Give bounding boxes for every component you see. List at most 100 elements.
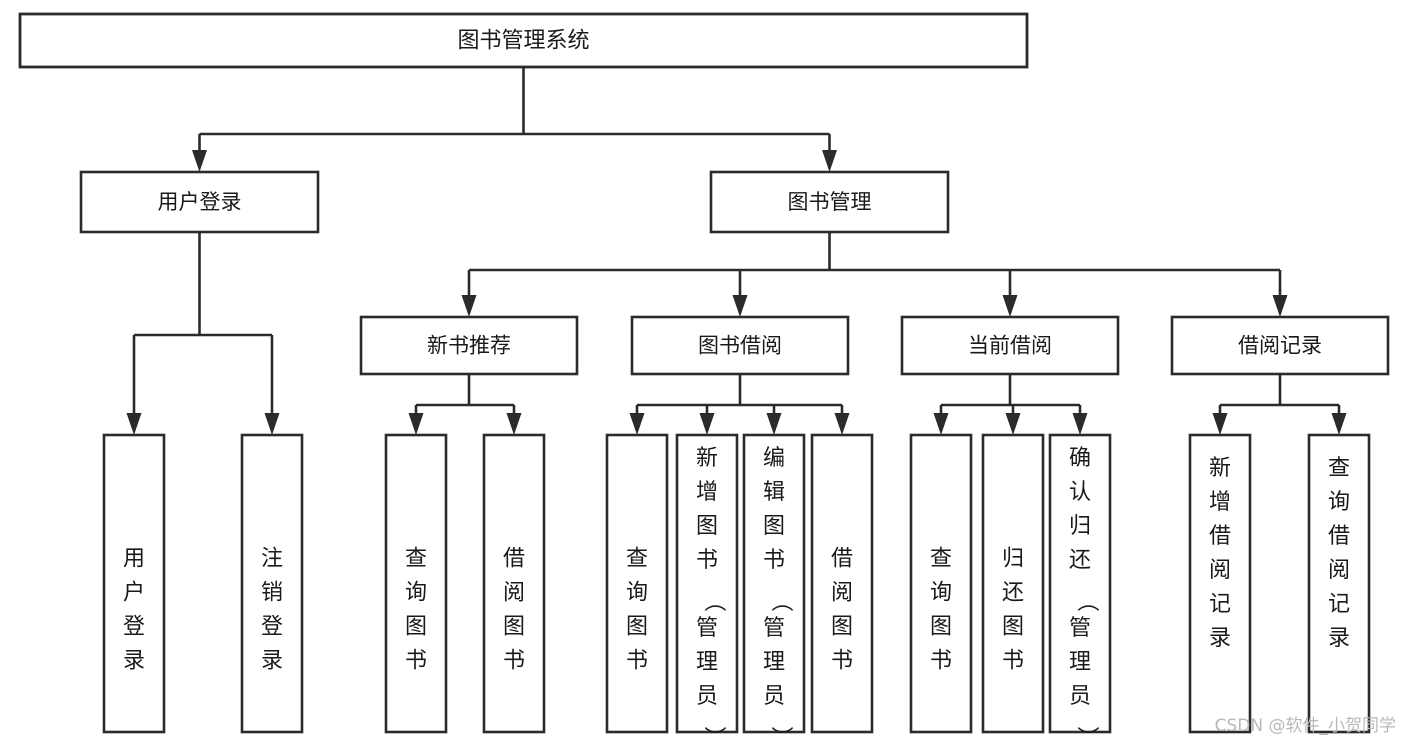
- leaf-6-char-3: 书: [763, 548, 785, 573]
- arrow-to-level2-1: [822, 150, 837, 172]
- leaf-12-char-3: 阅: [1328, 558, 1350, 583]
- leaf-11-char-1: 增: [1209, 490, 1231, 515]
- leaf-6-box[interactable]: [742, 433, 806, 734]
- leaf-5-char-6: 理: [696, 650, 718, 675]
- leaf-2-box[interactable]: [384, 433, 448, 734]
- leaf-11-char-0: 新: [1209, 456, 1231, 481]
- root-图书管理系统-label: 图书管理系统: [457, 29, 589, 54]
- leaf-6-char-8: ）: [768, 726, 793, 747]
- arrow-to-leaf-0-0: [408, 413, 424, 435]
- arrow-to-leaf-1-0: [629, 413, 645, 435]
- leaf-3-char-1: 阅: [503, 581, 525, 606]
- csdn-watermark: CSDN @软件_小贺同学: [1215, 716, 1396, 736]
- leaf-10-box[interactable]: [1048, 433, 1112, 734]
- arrow-to-leaf-2-0: [933, 413, 949, 435]
- arrow-to-leaf-3-0: [1212, 413, 1228, 435]
- level3-3-label: 借阅记录: [1238, 334, 1322, 358]
- level3-1-label: 图书借阅: [698, 334, 782, 358]
- level2-0-box[interactable]: [79, 170, 320, 234]
- boxes-layer: 图书管理系统用户登录图书管理新书推荐图书借阅当前借阅借阅记录用户登录注销登录查询…: [18, 12, 1390, 747]
- leaf-10-char-1: 认: [1069, 480, 1091, 505]
- leaf-6-char-6: 理: [763, 650, 785, 675]
- leaf-11-char-4: 记: [1209, 592, 1231, 617]
- connectors-layer: [126, 67, 1347, 435]
- arrow-to-leaf-1-2: [766, 413, 782, 435]
- leaf-3-char-2: 图: [503, 615, 525, 640]
- leaf-11-char-2: 借: [1209, 524, 1231, 549]
- leaf-10-char-5: 管: [1069, 616, 1091, 641]
- arrow-to-leaf-2-2: [1072, 413, 1088, 435]
- leaf-4-char-3: 书: [626, 649, 648, 674]
- leaf-8-char-1: 询: [930, 581, 952, 606]
- leaf-11-box[interactable]: [1188, 433, 1252, 734]
- level2-1-box[interactable]: [709, 170, 950, 234]
- leaf-5-char-2: 图: [696, 514, 718, 539]
- leaf-4-box[interactable]: [605, 433, 669, 734]
- leaf-6-char-5: 管: [763, 616, 785, 641]
- arrow-to-level2-0: [192, 150, 207, 172]
- leaf-10-char-0: 确: [1069, 446, 1091, 471]
- arrow-to-leaf-2-1: [1005, 413, 1021, 435]
- leaf-7-char-0: 借: [831, 547, 853, 572]
- leaf-4-char-1: 询: [626, 581, 648, 606]
- leaf-1-box[interactable]: [240, 433, 304, 734]
- level3-0-box[interactable]: [359, 315, 579, 376]
- level2-1-label: 图书管理: [788, 190, 872, 214]
- leaf-7-char-3: 书: [831, 649, 853, 674]
- level2-0-label: 用户登录: [158, 190, 242, 214]
- leaf-10-char-8: ）: [1074, 726, 1099, 747]
- leaf-9-box[interactable]: [981, 433, 1045, 734]
- leaf-10-char-2: 归: [1069, 514, 1091, 539]
- level3-1-box[interactable]: [630, 315, 850, 376]
- leaf-5-char-5: 管: [696, 616, 718, 641]
- leaf-11-char-5: 录: [1209, 626, 1231, 651]
- leaf-5-char-7: 员: [696, 684, 718, 709]
- level3-2-box[interactable]: [900, 315, 1120, 376]
- leaf-12-char-4: 记: [1328, 592, 1350, 617]
- leaf-5-char-1: 增: [696, 480, 718, 505]
- leaf-8-char-0: 查: [930, 547, 952, 572]
- leaf-10-char-7: 员: [1069, 684, 1091, 709]
- leaf-0-box[interactable]: [102, 433, 166, 734]
- arrow-to-level3-2: [1002, 295, 1018, 317]
- leaf-12-box[interactable]: [1307, 433, 1371, 734]
- root-图书管理系统-box[interactable]: [18, 12, 1029, 69]
- leaf-1-char-0: 注: [261, 547, 283, 572]
- leaf-7-char-2: 图: [831, 615, 853, 640]
- leaf-3-char-3: 书: [503, 649, 525, 674]
- leaf-9-char-0: 归: [1002, 547, 1024, 572]
- leaf-6-char-2: 图: [763, 514, 785, 539]
- leaf-7-char-1: 阅: [831, 581, 853, 606]
- leaf-8-box[interactable]: [909, 433, 973, 734]
- leaf-4-char-2: 图: [626, 615, 648, 640]
- leaf-9-char-3: 书: [1002, 649, 1024, 674]
- leaf-5-char-8: ）: [701, 726, 726, 747]
- level3-3-box[interactable]: [1170, 315, 1390, 376]
- leaf-5-box[interactable]: [675, 433, 739, 734]
- leaf-2-char-0: 查: [405, 547, 427, 572]
- leaf-6-char-1: 辑: [763, 480, 785, 505]
- arrow-to-leaf-3-1: [1331, 413, 1347, 435]
- leaf-6-char-0: 编: [763, 446, 785, 471]
- leaf-3-box[interactable]: [482, 433, 546, 734]
- leaf-5-char-3: 书: [696, 548, 718, 573]
- leaf-6-char-7: 员: [763, 684, 785, 709]
- leaf-9-char-2: 图: [1002, 615, 1024, 640]
- leaf-12-char-5: 录: [1328, 626, 1350, 651]
- leaf-1-char-3: 录: [261, 649, 283, 674]
- leaf-7-box[interactable]: [810, 433, 874, 734]
- leaf-12-char-0: 查: [1328, 456, 1350, 481]
- leaf-1-char-2: 登: [261, 615, 283, 640]
- leaf-8-char-2: 图: [930, 615, 952, 640]
